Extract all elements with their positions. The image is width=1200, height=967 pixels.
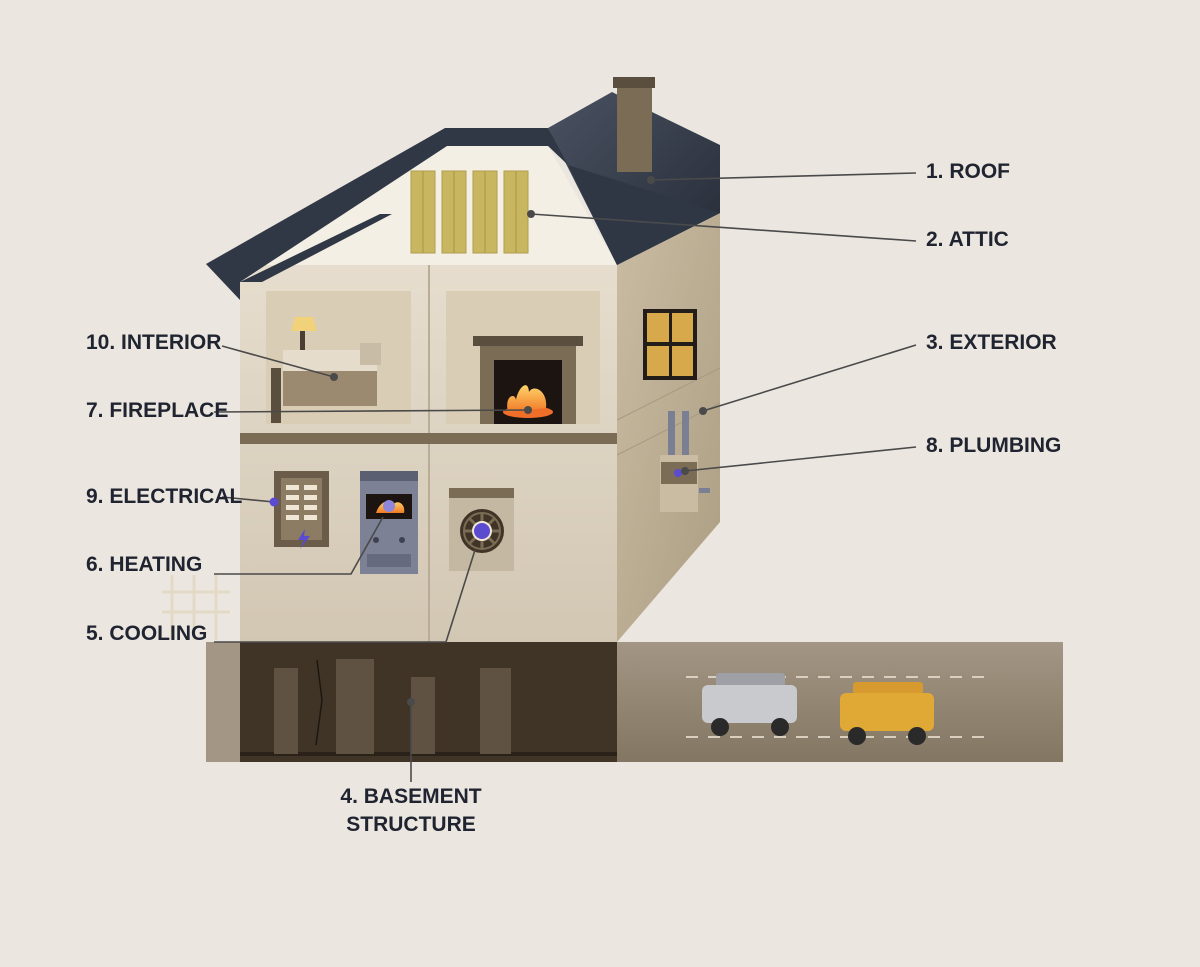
- lamp-icon: [291, 317, 317, 351]
- label-interior: 10. INTERIOR: [86, 331, 222, 354]
- roof-ridge: [568, 165, 720, 265]
- label-cooling: 5. COOLING: [86, 622, 208, 645]
- basement-columns: [274, 659, 511, 754]
- label-basement-line2: STRUCTURE: [346, 813, 476, 836]
- chimney: [617, 86, 652, 172]
- car-icon: [840, 682, 934, 745]
- label-fireplace: 7. FIREPLACE: [86, 399, 229, 422]
- fireplace-mantel: [473, 336, 583, 346]
- leader-plumbing: [684, 446, 917, 472]
- label-attic: 2. ATTIC: [926, 228, 1009, 251]
- roof-front-edge: [206, 128, 568, 300]
- leader-lines: [213, 172, 917, 782]
- leader-fireplace: [213, 409, 529, 413]
- leader-heating: [214, 516, 384, 575]
- basement-side-wall: [206, 642, 240, 762]
- leader-interior: [221, 345, 335, 378]
- leader-exterior: [702, 344, 917, 412]
- leader-cooling: [214, 549, 476, 643]
- foundation-crack: [315, 659, 323, 746]
- label-exterior: 3. EXTERIOR: [926, 331, 1057, 354]
- window-icon: [643, 309, 697, 380]
- bed-icon: [271, 343, 381, 423]
- leader-dots: [269, 176, 707, 706]
- fence: [162, 575, 230, 640]
- furnace-icon: [360, 471, 418, 574]
- leader-roof: [650, 172, 917, 181]
- label-basement: 4. BASEMENT STRUCTURE: [311, 783, 511, 839]
- label-heating: 6. HEATING: [86, 553, 203, 576]
- leader-attic: [530, 213, 917, 242]
- label-plumbing: 8. PLUMBING: [926, 434, 1062, 457]
- pipes-icon: [660, 411, 710, 512]
- label-roof: 1. ROOF: [926, 160, 1011, 183]
- floor-divider: [240, 433, 617, 444]
- leader-electrical: [221, 496, 275, 503]
- label-electrical: 9. ELECTRICAL: [86, 485, 243, 508]
- fan-icon: [449, 488, 514, 571]
- electrical-panel-icon: [274, 471, 329, 549]
- label-basement-line1: 4. BASEMENT: [340, 785, 482, 808]
- car-icon: [702, 673, 797, 736]
